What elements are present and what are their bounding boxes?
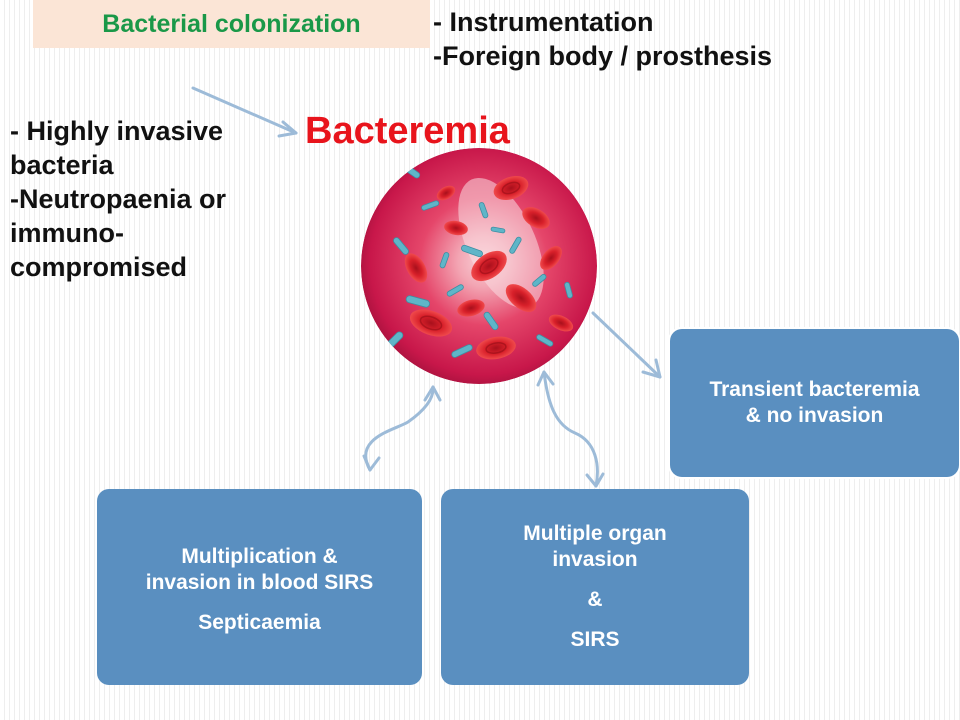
organ-line2: invasion — [552, 548, 638, 571]
septicaemia-line1: Multiplication & — [181, 545, 338, 568]
septicaemia-line2: invasion in blood SIRS — [145, 571, 374, 594]
organ-line4: SIRS — [570, 628, 620, 651]
transient-line2: & no invasion — [745, 404, 884, 427]
arrow-bacteremia-septicaemia — [364, 385, 435, 472]
septicaemia-line3: Septicaemia — [198, 611, 321, 634]
organ-line3: & — [587, 588, 603, 611]
transient-bacteremia-box: Transient bacteremia & no invasion — [670, 329, 959, 477]
multiple-organ-box: Multiple organ invasion & SIRS — [441, 489, 749, 685]
transient-line1: Transient bacteremia — [709, 378, 920, 401]
left-risk-factors: - Highly invasive bacteria -Neutropaenia… — [10, 114, 280, 284]
organ-line1: Multiple organ — [523, 522, 667, 545]
colonization-box: Bacterial colonization — [33, 0, 430, 48]
colonization-label: Bacterial colonization — [102, 9, 361, 38]
arrow-colonization-to-bacteremia — [191, 86, 298, 135]
risk-invasive-bacteria: - Highly invasive bacteria — [10, 116, 224, 180]
arrow-bacteremia-to-transient — [591, 311, 662, 379]
blood-vessel-image — [361, 148, 597, 384]
septicaemia-box: Multiplication & invasion in blood SIRS … — [97, 489, 422, 685]
top-risk-factors: - Instrumentation -Foreign body / prosth… — [433, 5, 772, 73]
risk-foreign-body: -Foreign body / prosthesis — [433, 41, 773, 71]
risk-immunocompromised: -Neutropaenia or immuno-compromised — [10, 184, 227, 282]
arrow-bacteremia-organ — [542, 370, 599, 488]
bacteremia-title: Bacteremia — [305, 110, 510, 152]
risk-instrumentation: - Instrumentation — [433, 7, 654, 37]
